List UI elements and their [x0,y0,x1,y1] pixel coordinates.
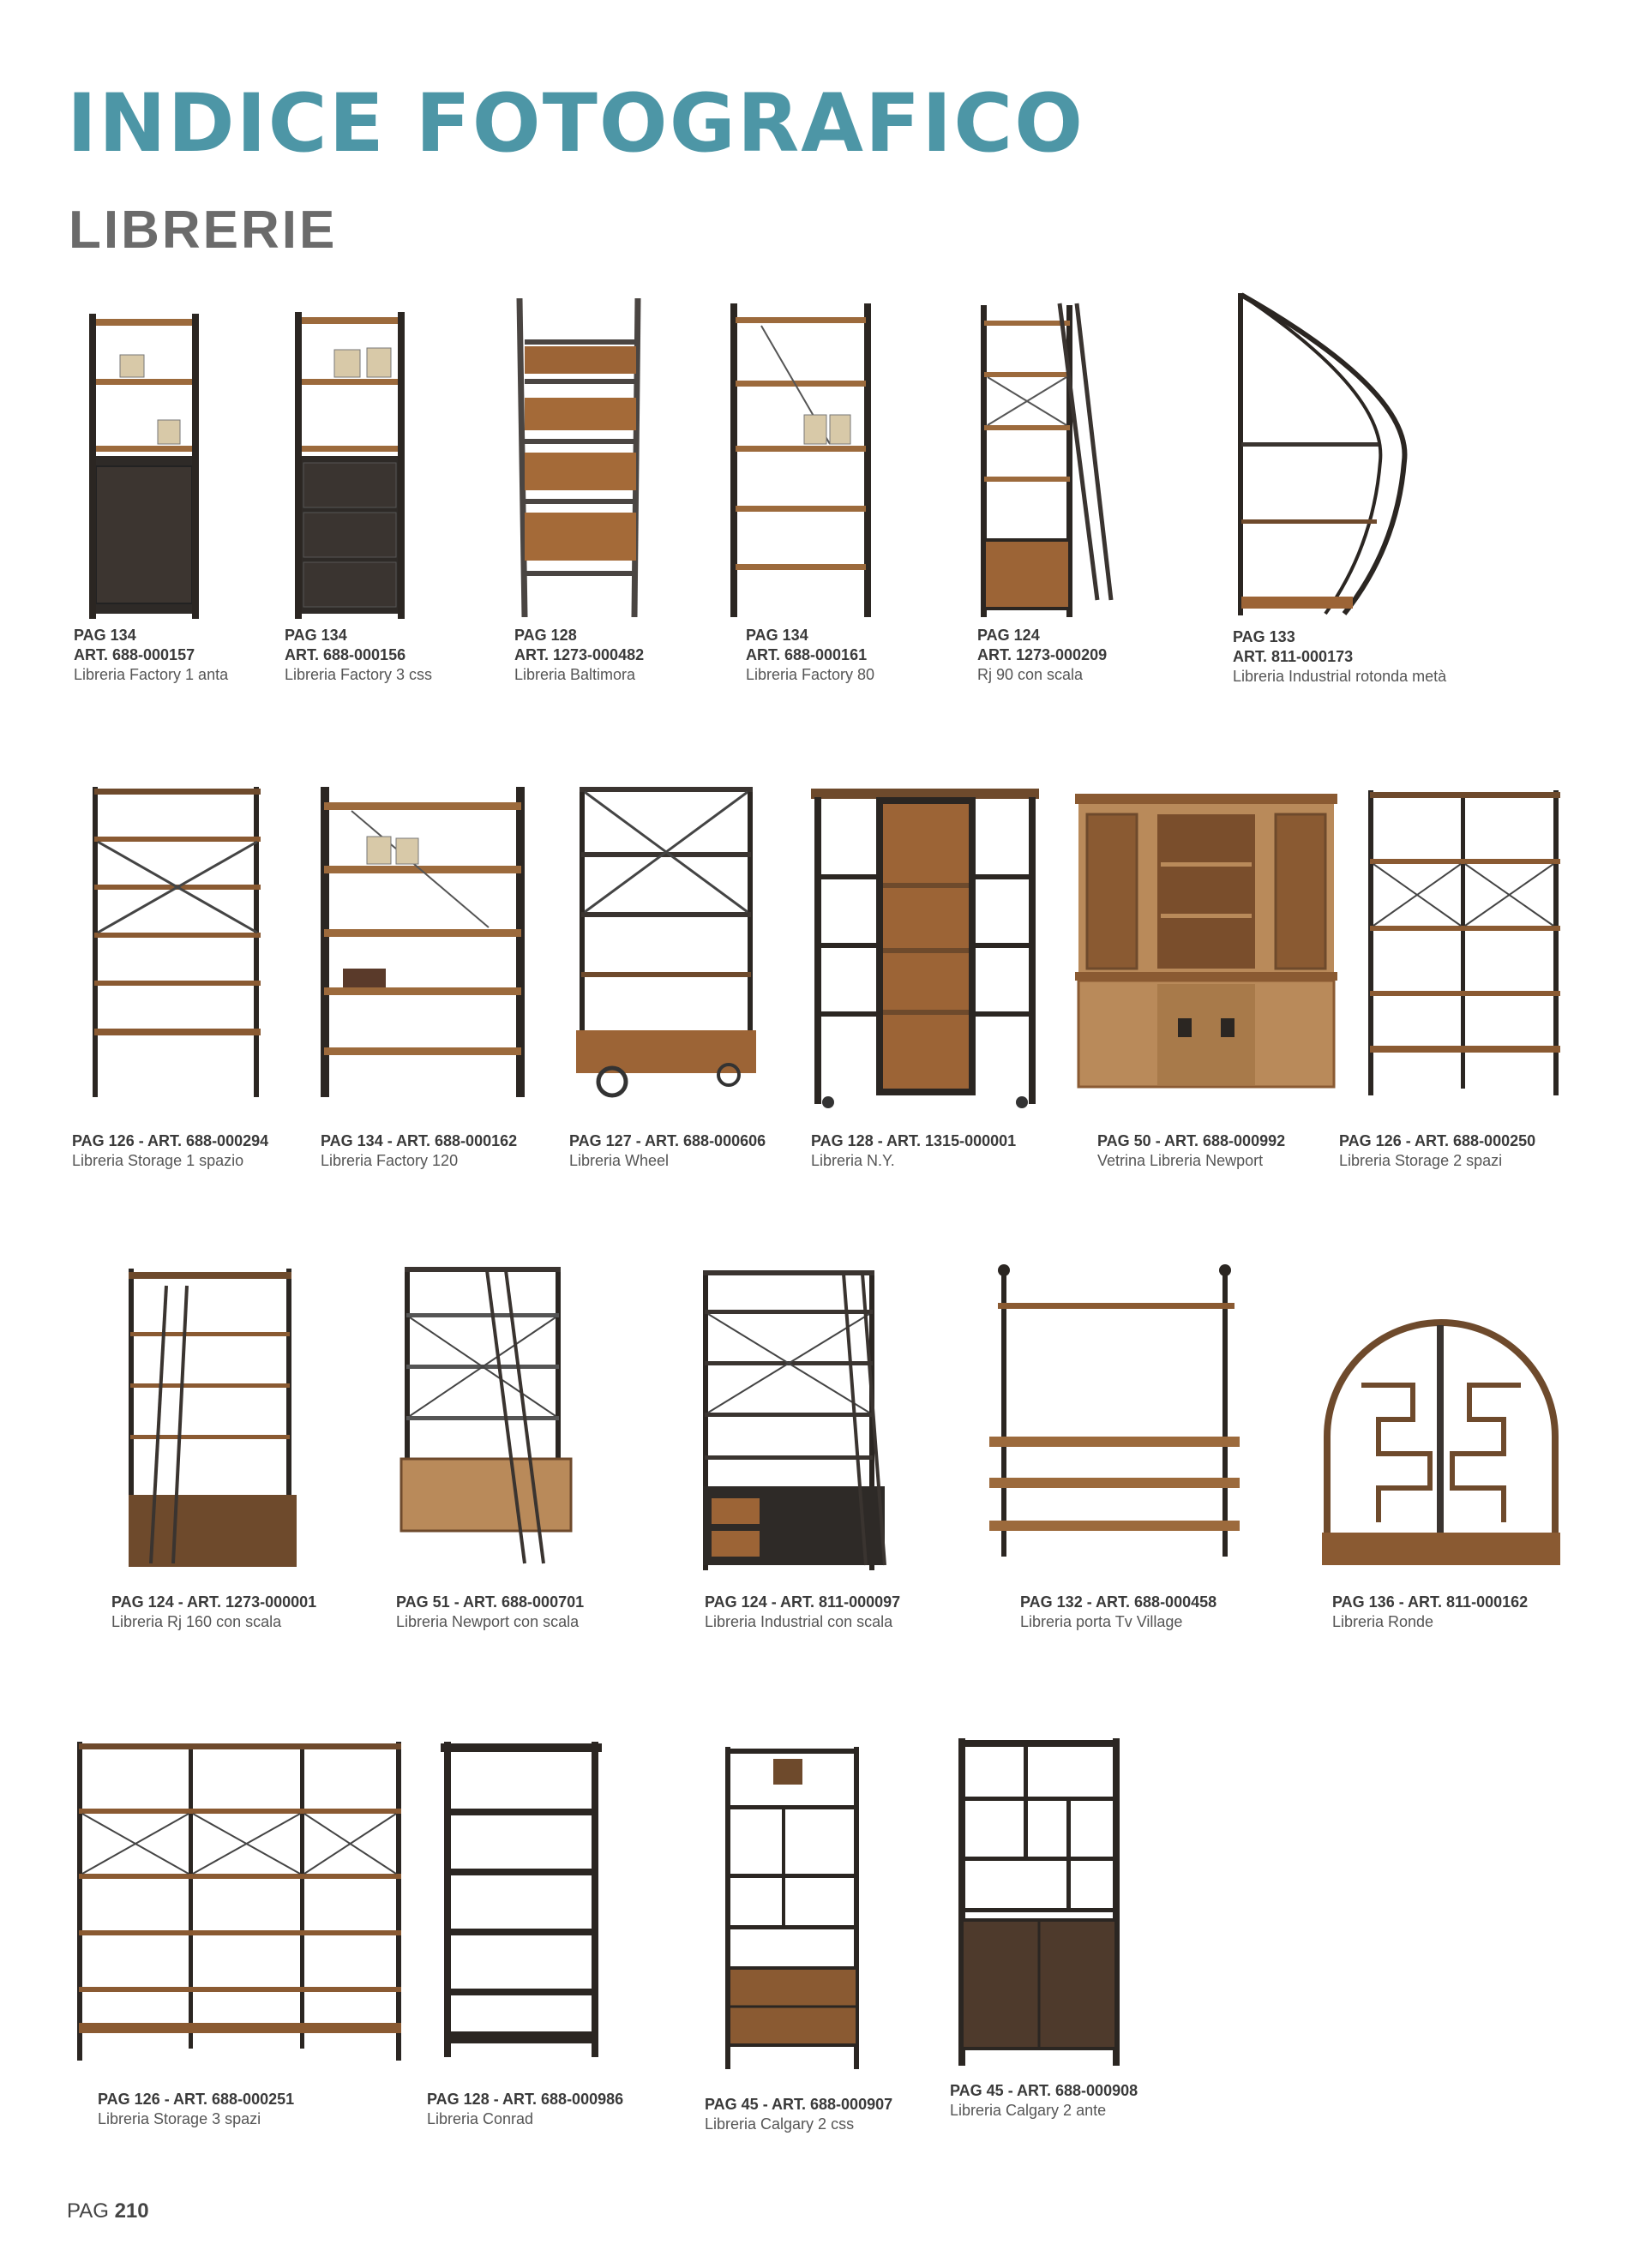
product-name: Vetrina Libreria Newport [1097,1152,1264,1169]
product-code: PAG 128 - ART. 688-000986 [427,2091,624,2108]
wheeled-bookcase-icon [576,787,756,1098]
product-name: Libreria Factory 80 [746,666,875,683]
product-name: Libreria porta Tv Village [1020,1613,1183,1630]
product-code: PAG 126 - ART. 688-000294 [72,1132,269,1149]
product-name: Libreria Storage 1 spazio [72,1152,244,1169]
product-name: Libreria Ronde [1332,1613,1434,1630]
product-name: Rj 90 con scala [977,666,1084,683]
product-name: Libreria Storage 2 spazi [1339,1152,1503,1169]
product-newport-con-scala[interactable]: PAG 51 - ART. 688-000701 Libreria Newpor… [396,1262,584,1630]
product-factory-80[interactable]: PAG 134 ART. 688-000161 Libreria Factory… [727,300,874,683]
ladder-bookcase-icon [129,1269,297,1567]
product-storage-3-spazi[interactable]: PAG 126 - ART. 688-000251 Libreria Stora… [74,1740,413,2127]
product-name: Libreria Storage 3 spazi [98,2110,261,2127]
page-prefix: PAG [67,2199,109,2223]
product-code: PAG 50 - ART. 688-000992 [1097,1132,1286,1149]
open-bookcase-icon [1368,790,1560,1095]
product-page: PAG 124 [977,627,1040,644]
product-code: PAG 126 - ART. 688-000250 [1339,1132,1536,1149]
product-article: ART. 811-000173 [1233,648,1354,665]
product-code: PAG 128 - ART. 1315-000001 [811,1132,1017,1149]
product-factory-3-css[interactable]: PAG 134 ART. 688-000156 Libreria Factory… [285,298,432,683]
product-conrad[interactable]: PAG 128 - ART. 688-000986 Libreria Conra… [427,1740,623,2127]
product-article: ART. 688-000161 [746,646,868,663]
product-wheel[interactable]: PAG 127 - ART. 688-000606 Libreria Wheel [569,783,766,1169]
product-calgary-2-css[interactable]: PAG 45 - ART. 688-000907 Libreria Calgar… [705,1745,892,2133]
product-baltimora[interactable]: PAG 128 ART. 1273-000482 Libreria Baltim… [514,297,644,683]
product-industrial-con-scala[interactable]: PAG 124 - ART. 811-000097 Libreria Indus… [698,1267,900,1630]
product-code: PAG 124 - ART. 1273-000001 [111,1593,317,1611]
sideboard-vitrine-icon [1075,794,1337,1089]
product-code: PAG 136 - ART. 811-000162 [1332,1593,1529,1611]
product-page: PAG 133 [1233,628,1295,645]
product-industrial-rotonda-meta[interactable]: PAG 133 ART. 811-000173 Libreria Industr… [1233,290,1446,685]
product-code: PAG 127 - ART. 688-000606 [569,1132,766,1149]
product-ronde[interactable]: PAG 136 - ART. 811-000162 Libreria Ronde [1310,1308,1572,1630]
section-title: LIBRERIE [69,201,338,260]
page-title: INDICE FOTOGRAFICO [67,77,1085,171]
leaning-bookcase-icon [516,297,641,618]
product-name: Libreria Rj 160 con scala [111,1613,282,1630]
product-name: Libreria Factory 1 anta [74,666,229,683]
product-name: Libreria Industrial rotonda metà [1233,668,1447,685]
product-name: Libreria Baltimora [514,666,636,683]
product-rj-160-con-scala[interactable]: PAG 124 - ART. 1273-000001 Libreria Rj 1… [111,1263,316,1630]
product-article: ART. 1273-000209 [977,646,1108,663]
product-newport-vitrine[interactable]: PAG 50 - ART. 688-000992 Vetrina Libreri… [1075,794,1337,1169]
product-code: PAG 45 - ART. 688-000908 [950,2082,1138,2099]
product-name: Libreria N.Y. [811,1152,895,1169]
ladder-bookcase-icon [703,1270,886,1570]
bookcase-drawers-icon [725,1747,859,2069]
open-bookcase-icon [321,787,525,1097]
ladder-bookcase-icon [399,1267,573,1564]
product-rj-90-con-scala[interactable]: PAG 124 ART. 1273-000209 Rj 90 con scala [977,300,1114,683]
product-name: Libreria Calgary 2 ante [950,2102,1107,2119]
ladder-bookcase-icon [981,303,1114,617]
half-round-bookcase-icon [1238,292,1408,615]
product-name: Libreria Industrial con scala [705,1613,893,1630]
product-code: PAG 45 - ART. 688-000907 [705,2096,893,2113]
product-article: ART. 688-000157 [74,646,195,663]
wall-shelf-icon [989,1264,1240,1557]
product-factory-120[interactable]: PAG 134 - ART. 688-000162 Libreria Facto… [317,785,528,1169]
open-bookcase-icon [730,303,871,617]
product-name: Libreria Conrad [427,2110,534,2127]
product-factory-1-anta[interactable]: PAG 134 ART. 688-000157 Libreria Factory… [74,302,228,683]
product-name: Libreria Calgary 2 css [705,2115,855,2133]
bookcase-cabinet-icon [89,314,199,619]
product-porta-tv-village[interactable]: PAG 132 - ART. 688-000458 Libreria porta… [986,1263,1243,1630]
bookcase-cabinet-icon [958,1738,1120,2066]
product-page: PAG 128 [514,627,577,644]
product-name: Libreria Factory 120 [321,1152,459,1169]
product-name: Libreria Wheel [569,1152,670,1169]
product-page: PAG 134 [74,627,136,644]
product-name: Libreria Factory 3 css [285,666,433,683]
product-storage-2-spazi[interactable]: PAG 126 - ART. 688-000250 Libreria Stora… [1339,789,1567,1169]
page-number-value: 210 [114,2199,149,2223]
cabinet-bookcase-icon [811,789,1039,1108]
open-bookcase-icon [93,787,261,1097]
bookcase-drawers-icon [295,312,405,619]
product-page: PAG 134 [746,627,808,644]
product-calgary-2-ante[interactable]: PAG 45 - ART. 688-000908 Libreria Calgar… [950,1737,1138,2119]
open-bookcase-icon [77,1742,401,2061]
product-code: PAG 134 - ART. 688-000162 [321,1132,518,1149]
round-bookcase-icon [1322,1319,1560,1565]
product-code: PAG 51 - ART. 688-000701 [396,1593,585,1611]
product-code: PAG 126 - ART. 688-000251 [98,2091,295,2108]
page-number: PAG 210 [67,2199,149,2223]
product-storage-1-spazio[interactable]: PAG 126 - ART. 688-000294 Libreria Stora… [72,785,268,1169]
product-article: ART. 688-000156 [285,646,406,663]
product-code: PAG 124 - ART. 811-000097 [705,1593,901,1611]
product-name: Libreria Newport con scala [396,1613,580,1630]
product-page: PAG 134 [285,627,347,644]
product-article: ART. 1273-000482 [514,646,645,663]
open-bookcase-icon [441,1742,602,2057]
product-code: PAG 132 - ART. 688-000458 [1020,1593,1217,1611]
product-ny[interactable]: PAG 128 - ART. 1315-000001 Libreria N.Y. [811,789,1039,1169]
